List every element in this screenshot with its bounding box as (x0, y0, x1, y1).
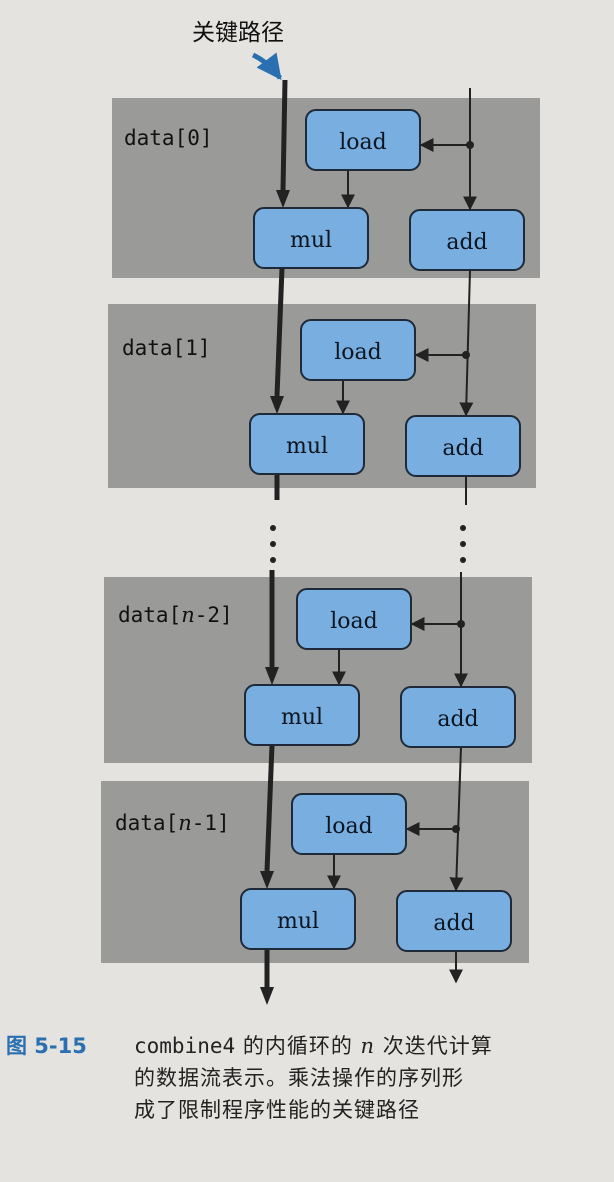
continuation-dot (270, 557, 276, 563)
caption-part-1: 的内循环的 (235, 1034, 361, 1058)
add-label: add (446, 230, 487, 255)
caption-var: n (360, 1034, 376, 1058)
data-block-label: data[n-2] (118, 603, 233, 627)
continuation-dot (460, 557, 466, 563)
figure-number: 图 5-15 (6, 1034, 87, 1058)
critical-path-arrowhead (260, 871, 274, 889)
add-box (409, 209, 525, 271)
add-box (400, 686, 516, 748)
add-label: add (442, 436, 483, 461)
critical-path-pointer (251, 52, 282, 80)
caption-line-3: 成了限制程序性能的关键路径 (134, 1098, 420, 1122)
mul-label: mul (290, 228, 332, 253)
mul-box (253, 207, 369, 269)
caption-code: combine4 (134, 1034, 236, 1058)
caption-part-2: 次迭代计算 (375, 1034, 493, 1058)
load-box (291, 793, 407, 855)
critical-path-arrowhead (276, 190, 290, 208)
mul-label: mul (277, 909, 319, 934)
add-box (405, 415, 521, 477)
load-label: load (325, 814, 372, 839)
load-label: load (334, 340, 381, 365)
mul-label: mul (281, 705, 323, 730)
mul-box (240, 888, 356, 950)
mul-box (244, 684, 360, 746)
load-box (296, 588, 412, 650)
add-label: add (433, 911, 474, 936)
load-box (305, 109, 421, 171)
load-label: load (330, 609, 377, 634)
continuation-dot (460, 525, 466, 531)
data-block-label: data[1] (122, 336, 211, 360)
load-box (300, 319, 416, 381)
data-block-label: data[0] (124, 126, 213, 150)
caption-line-1: combine4 的内循环的 n 次迭代计算 (134, 1030, 493, 1060)
mul-box (249, 413, 365, 475)
critical-path-line (274, 267, 285, 397)
critical-path-arrowhead (260, 987, 274, 1005)
add-label: add (437, 707, 478, 732)
data-block-label: data[n-1] (115, 811, 230, 835)
critical-path-line (280, 79, 288, 191)
load-label: load (339, 130, 386, 155)
continuation-dot (270, 525, 276, 531)
continuation-dot (460, 541, 466, 547)
data-path-line (449, 746, 464, 892)
mul-label: mul (286, 434, 328, 459)
critical-path-arrowhead (265, 667, 279, 685)
continuation-dot (270, 541, 276, 547)
critical-path-label: 关键路径 (192, 20, 284, 46)
critical-path-arrowhead (270, 396, 284, 414)
add-box (396, 890, 512, 952)
caption-line-2: 的数据流表示。乘法操作的序列形 (134, 1066, 464, 1090)
data-path-line (459, 269, 474, 417)
critical-path-line (264, 744, 275, 872)
